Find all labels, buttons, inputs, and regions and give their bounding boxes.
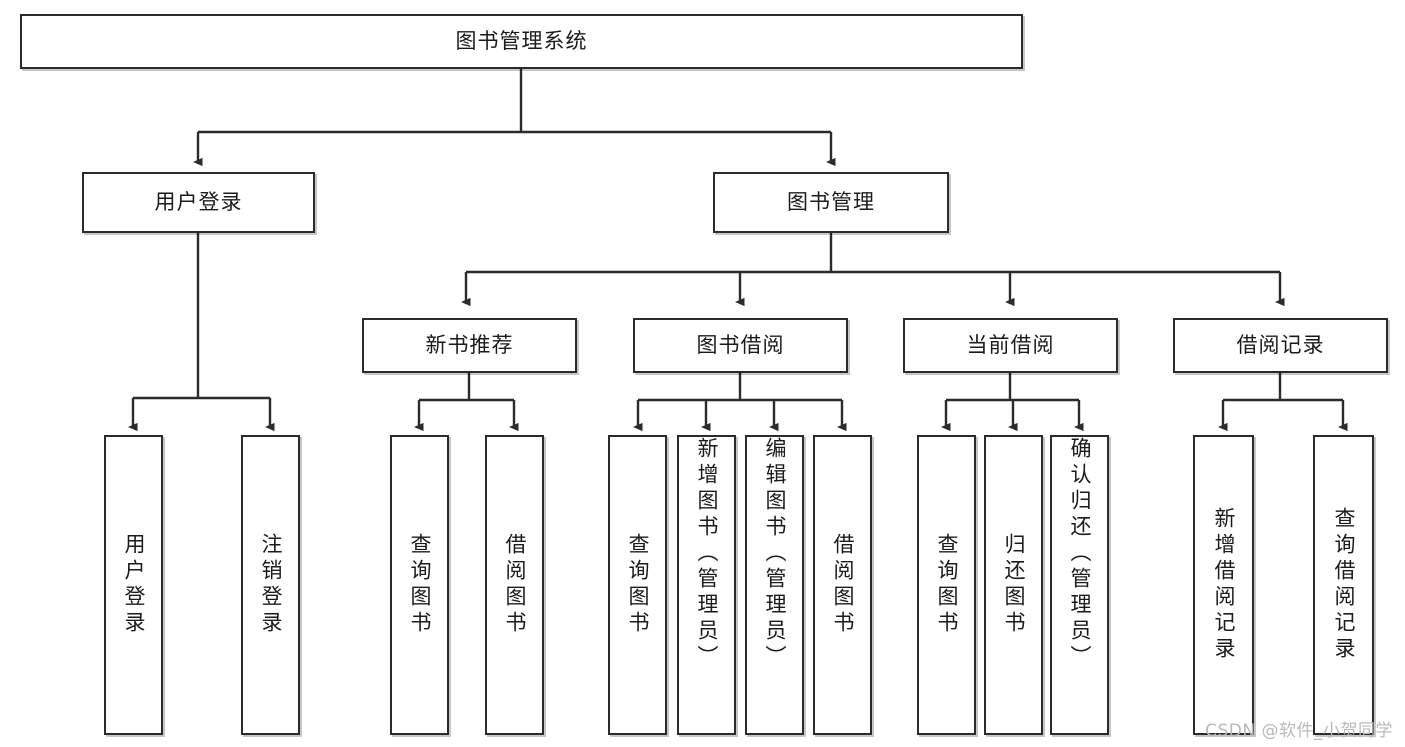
node-current-borrow[interactable]: 当前借阅 bbox=[903, 318, 1118, 373]
leaf-user-login-signin-label: 用户登录 bbox=[122, 533, 146, 637]
leaf-borrow-record-add-label: 新增借阅记录 bbox=[1212, 507, 1236, 663]
leaf-book-borrow-edit[interactable]: 编辑图书（管理员） bbox=[745, 435, 804, 735]
leaf-borrow-record-add[interactable]: 新增借阅记录 bbox=[1193, 435, 1254, 735]
leaf-book-borrow-query-label: 查询图书 bbox=[626, 533, 650, 637]
watermark-text: CSDN @软件_小贺同学 bbox=[1205, 721, 1393, 741]
leaf-user-login-signout[interactable]: 注销登录 bbox=[241, 435, 300, 735]
node-new-book-recommend-label: 新书推荐 bbox=[425, 332, 514, 357]
leaf-current-borrow-confirm-return[interactable]: 确认归还（管理员） bbox=[1050, 435, 1109, 735]
node-root-label: 图书管理系统 bbox=[455, 28, 588, 53]
leaf-borrow-record-query-label: 查询借阅记录 bbox=[1332, 507, 1356, 663]
leaf-book-borrow-add[interactable]: 新增图书（管理员） bbox=[677, 435, 736, 735]
leaf-book-borrow-edit-label: 编辑图书（管理员） bbox=[763, 437, 787, 671]
leaf-book-borrow-query[interactable]: 查询图书 bbox=[608, 435, 667, 735]
node-borrow-record[interactable]: 借阅记录 bbox=[1173, 318, 1388, 373]
leaf-user-login-signout-label: 注销登录 bbox=[259, 533, 283, 637]
node-user-login-label: 用户登录 bbox=[154, 189, 243, 214]
node-new-book-recommend[interactable]: 新书推荐 bbox=[362, 318, 577, 373]
leaf-current-borrow-query-label: 查询图书 bbox=[935, 533, 959, 637]
leaf-current-borrow-return[interactable]: 归还图书 bbox=[984, 435, 1043, 735]
node-book-borrow[interactable]: 图书借阅 bbox=[633, 318, 848, 373]
leaf-borrow-record-query[interactable]: 查询借阅记录 bbox=[1313, 435, 1374, 735]
leaf-user-login-signin[interactable]: 用户登录 bbox=[104, 435, 163, 735]
leaf-new-book-borrow-label: 借阅图书 bbox=[503, 533, 527, 637]
node-book-borrow-label: 图书借阅 bbox=[696, 332, 785, 357]
leaf-new-book-query[interactable]: 查询图书 bbox=[390, 435, 449, 735]
leaf-current-borrow-query[interactable]: 查询图书 bbox=[917, 435, 976, 735]
leaf-new-book-query-label: 查询图书 bbox=[408, 533, 432, 637]
leaf-book-borrow-add-label: 新增图书（管理员） bbox=[695, 437, 719, 671]
node-user-login[interactable]: 用户登录 bbox=[82, 172, 315, 233]
leaf-current-borrow-confirm-return-label: 确认归还（管理员） bbox=[1068, 437, 1092, 671]
leaf-new-book-borrow[interactable]: 借阅图书 bbox=[485, 435, 544, 735]
node-book-management-label: 图书管理 bbox=[787, 189, 875, 214]
leaf-book-borrow-lend[interactable]: 借阅图书 bbox=[813, 435, 872, 735]
node-borrow-record-label: 借阅记录 bbox=[1236, 332, 1325, 357]
node-current-borrow-label: 当前借阅 bbox=[966, 332, 1055, 357]
node-root-system[interactable]: 图书管理系统 bbox=[20, 14, 1023, 69]
leaf-book-borrow-lend-label: 借阅图书 bbox=[831, 533, 855, 637]
leaf-current-borrow-return-label: 归还图书 bbox=[1002, 533, 1026, 637]
node-book-management[interactable]: 图书管理 bbox=[713, 172, 949, 233]
